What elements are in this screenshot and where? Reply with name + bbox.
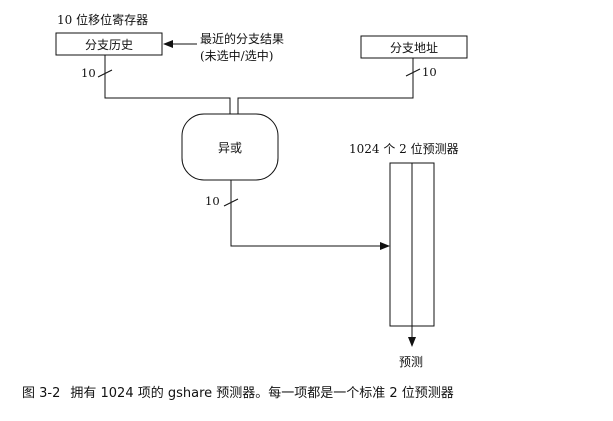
bits-address: 10: [422, 65, 437, 79]
history-to-xor-wire: [104, 55, 231, 114]
caption-number: 图 3-2: [22, 386, 61, 401]
bits-history: 10: [81, 66, 96, 80]
caption-text: 拥有 1024 项的 gshare 预测器。每一项都是一个标准 2 位预测器: [70, 386, 454, 401]
xor-to-table-wire: [230, 180, 390, 250]
xor-bus-slash: [223, 198, 239, 207]
history-bus-slash: [97, 69, 113, 78]
xor-label: 异或: [218, 141, 242, 155]
prediction-label: 预测: [399, 355, 423, 369]
predictor-table-label: 1024 个 2 位预测器: [349, 141, 459, 156]
recent-results-line2: (未选中/选中): [200, 48, 273, 63]
branch-address-label: 分支地址: [390, 41, 438, 55]
address-to-xor-wire: [237, 58, 414, 114]
xor-block: [181, 113, 279, 181]
register-title: 10 位移位寄存器: [57, 12, 148, 27]
bits-xor-out: 10: [205, 194, 220, 208]
branch-history-label: 分支历史: [85, 38, 133, 52]
branch-address-box: [360, 35, 468, 59]
recent-results-line1: 最近的分支结果: [200, 31, 284, 46]
branch-history-box: [55, 32, 163, 56]
address-bus-slash: [405, 68, 421, 77]
figure-caption: 图 3-2 拥有 1024 项的 gshare 预测器。每一项都是一个标准 2 位…: [22, 382, 454, 401]
